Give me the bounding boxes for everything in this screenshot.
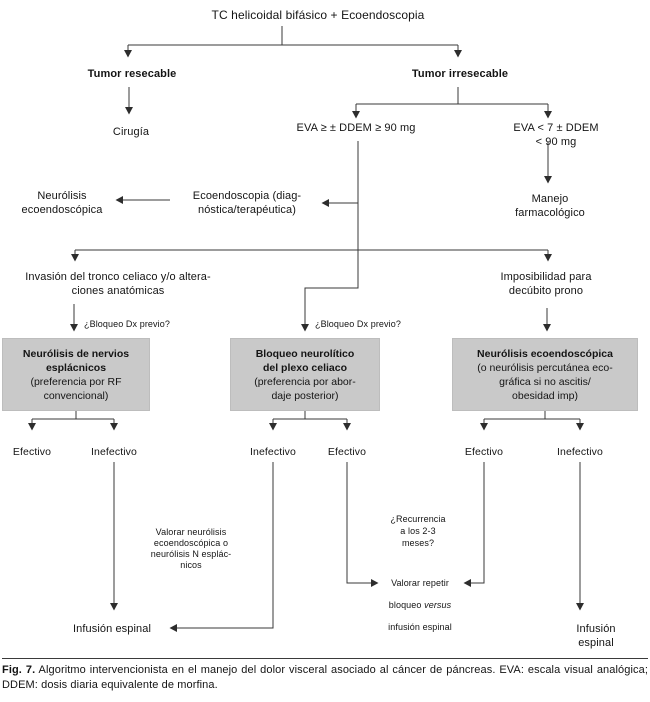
cirugia-node: Cirugía (112, 126, 150, 138)
box-neurolisis-esplacnicos-sub: (preferencia por RF convencional) (30, 375, 122, 402)
figure-caption-text: Algoritmo intervencionista en el manejo … (2, 664, 648, 691)
root-node: TC helicoidal bifásico + Ecoendoscopia (211, 8, 425, 22)
neurolisis-ecoendoscopica-node: Neurólisis ecoendoscópica (21, 190, 103, 216)
outcome-efectivo-middle: Efectivo (327, 446, 367, 458)
outcome-efectivo-right: Efectivo (464, 446, 504, 458)
tumor-resecable-node: Tumor resecable (87, 68, 177, 80)
outcome-efectivo-left: Efectivo (12, 446, 52, 458)
outcome-inefectivo-left: Inefectivo (91, 446, 137, 458)
bloqueo-dx-previo-label-middle: ¿Bloqueo Dx previo? (315, 319, 401, 329)
eva-high-node: EVA ≥ ± DDEM ≥ 90 mg (296, 122, 416, 134)
valorar-repetir-note: Valorar repetir bloqueo versus infusión … (388, 567, 452, 633)
valorar-repetir-versus: versus (424, 600, 452, 610)
manejo-farmacologico-node: Manejo farmacológico (515, 193, 585, 219)
box-neurolisis-esplacnicos-title: Neurólisis de nervios esplácnicos (22, 347, 130, 374)
box-bloqueo-plexo-celiaco-title: Bloqueo neurolítico del plexo celiaco (255, 347, 355, 374)
tumor-irresecable-node: Tumor irresecable (411, 68, 509, 80)
box-bloqueo-plexo-celiaco-sub: (preferencia por abor- daje posterior) (254, 375, 356, 402)
box-neurolisis-ecoendoscopica-title: Neurólisis ecoendoscópica (477, 347, 613, 360)
box-neurolisis-ecoendoscopica-sub: (o neurólisis percutánea eco- gráfica si… (477, 361, 613, 402)
outcome-inefectivo-middle: Inefectivo (250, 446, 296, 458)
invasion-tronco-node: Invasión del tronco celiaco y/o altera- … (25, 271, 211, 297)
imposibilidad-node: Imposibilidad para decúbito prono (500, 271, 592, 297)
valorar-repetir-line1: Valorar repetir (391, 578, 449, 588)
valorar-repetir-line3: infusión espinal (388, 622, 452, 632)
bloqueo-dx-previo-label-left: ¿Bloqueo Dx previo? (84, 319, 170, 329)
caption-divider (2, 658, 648, 659)
ecoendoscopia-node: Ecoendoscopia (diag- nóstica/terapéutica… (192, 190, 302, 216)
outcome-inefectivo-right: Inefectivo (557, 446, 603, 458)
eva-low-node: EVA < 7 ± DDEM < 90 mg (513, 122, 599, 148)
valorar-repetir-line2a: bloqueo (388, 600, 425, 610)
valorar-neurolisis-note: Valorar neurólisis ecoendoscópica o neur… (150, 527, 232, 570)
box-neurolisis-ecoendoscopica: Neurólisis ecoendoscópica (o neurólisis … (452, 338, 638, 411)
box-neurolisis-esplacnicos: Neurólisis de nervios esplácnicos (prefe… (2, 338, 150, 411)
recurrencia-note: ¿Recurrencia a los 2-3 meses? (390, 514, 446, 548)
infusion-espinal-right-node: Infusión espinal (576, 623, 616, 649)
box-bloqueo-plexo-celiaco: Bloqueo neurolítico del plexo celiaco (p… (230, 338, 380, 411)
figure-caption: Fig. 7. Algoritmo intervencionista en el… (2, 663, 648, 692)
figure-caption-label: Fig. 7. (2, 664, 36, 676)
infusion-espinal-left-node: Infusión espinal (72, 623, 152, 635)
